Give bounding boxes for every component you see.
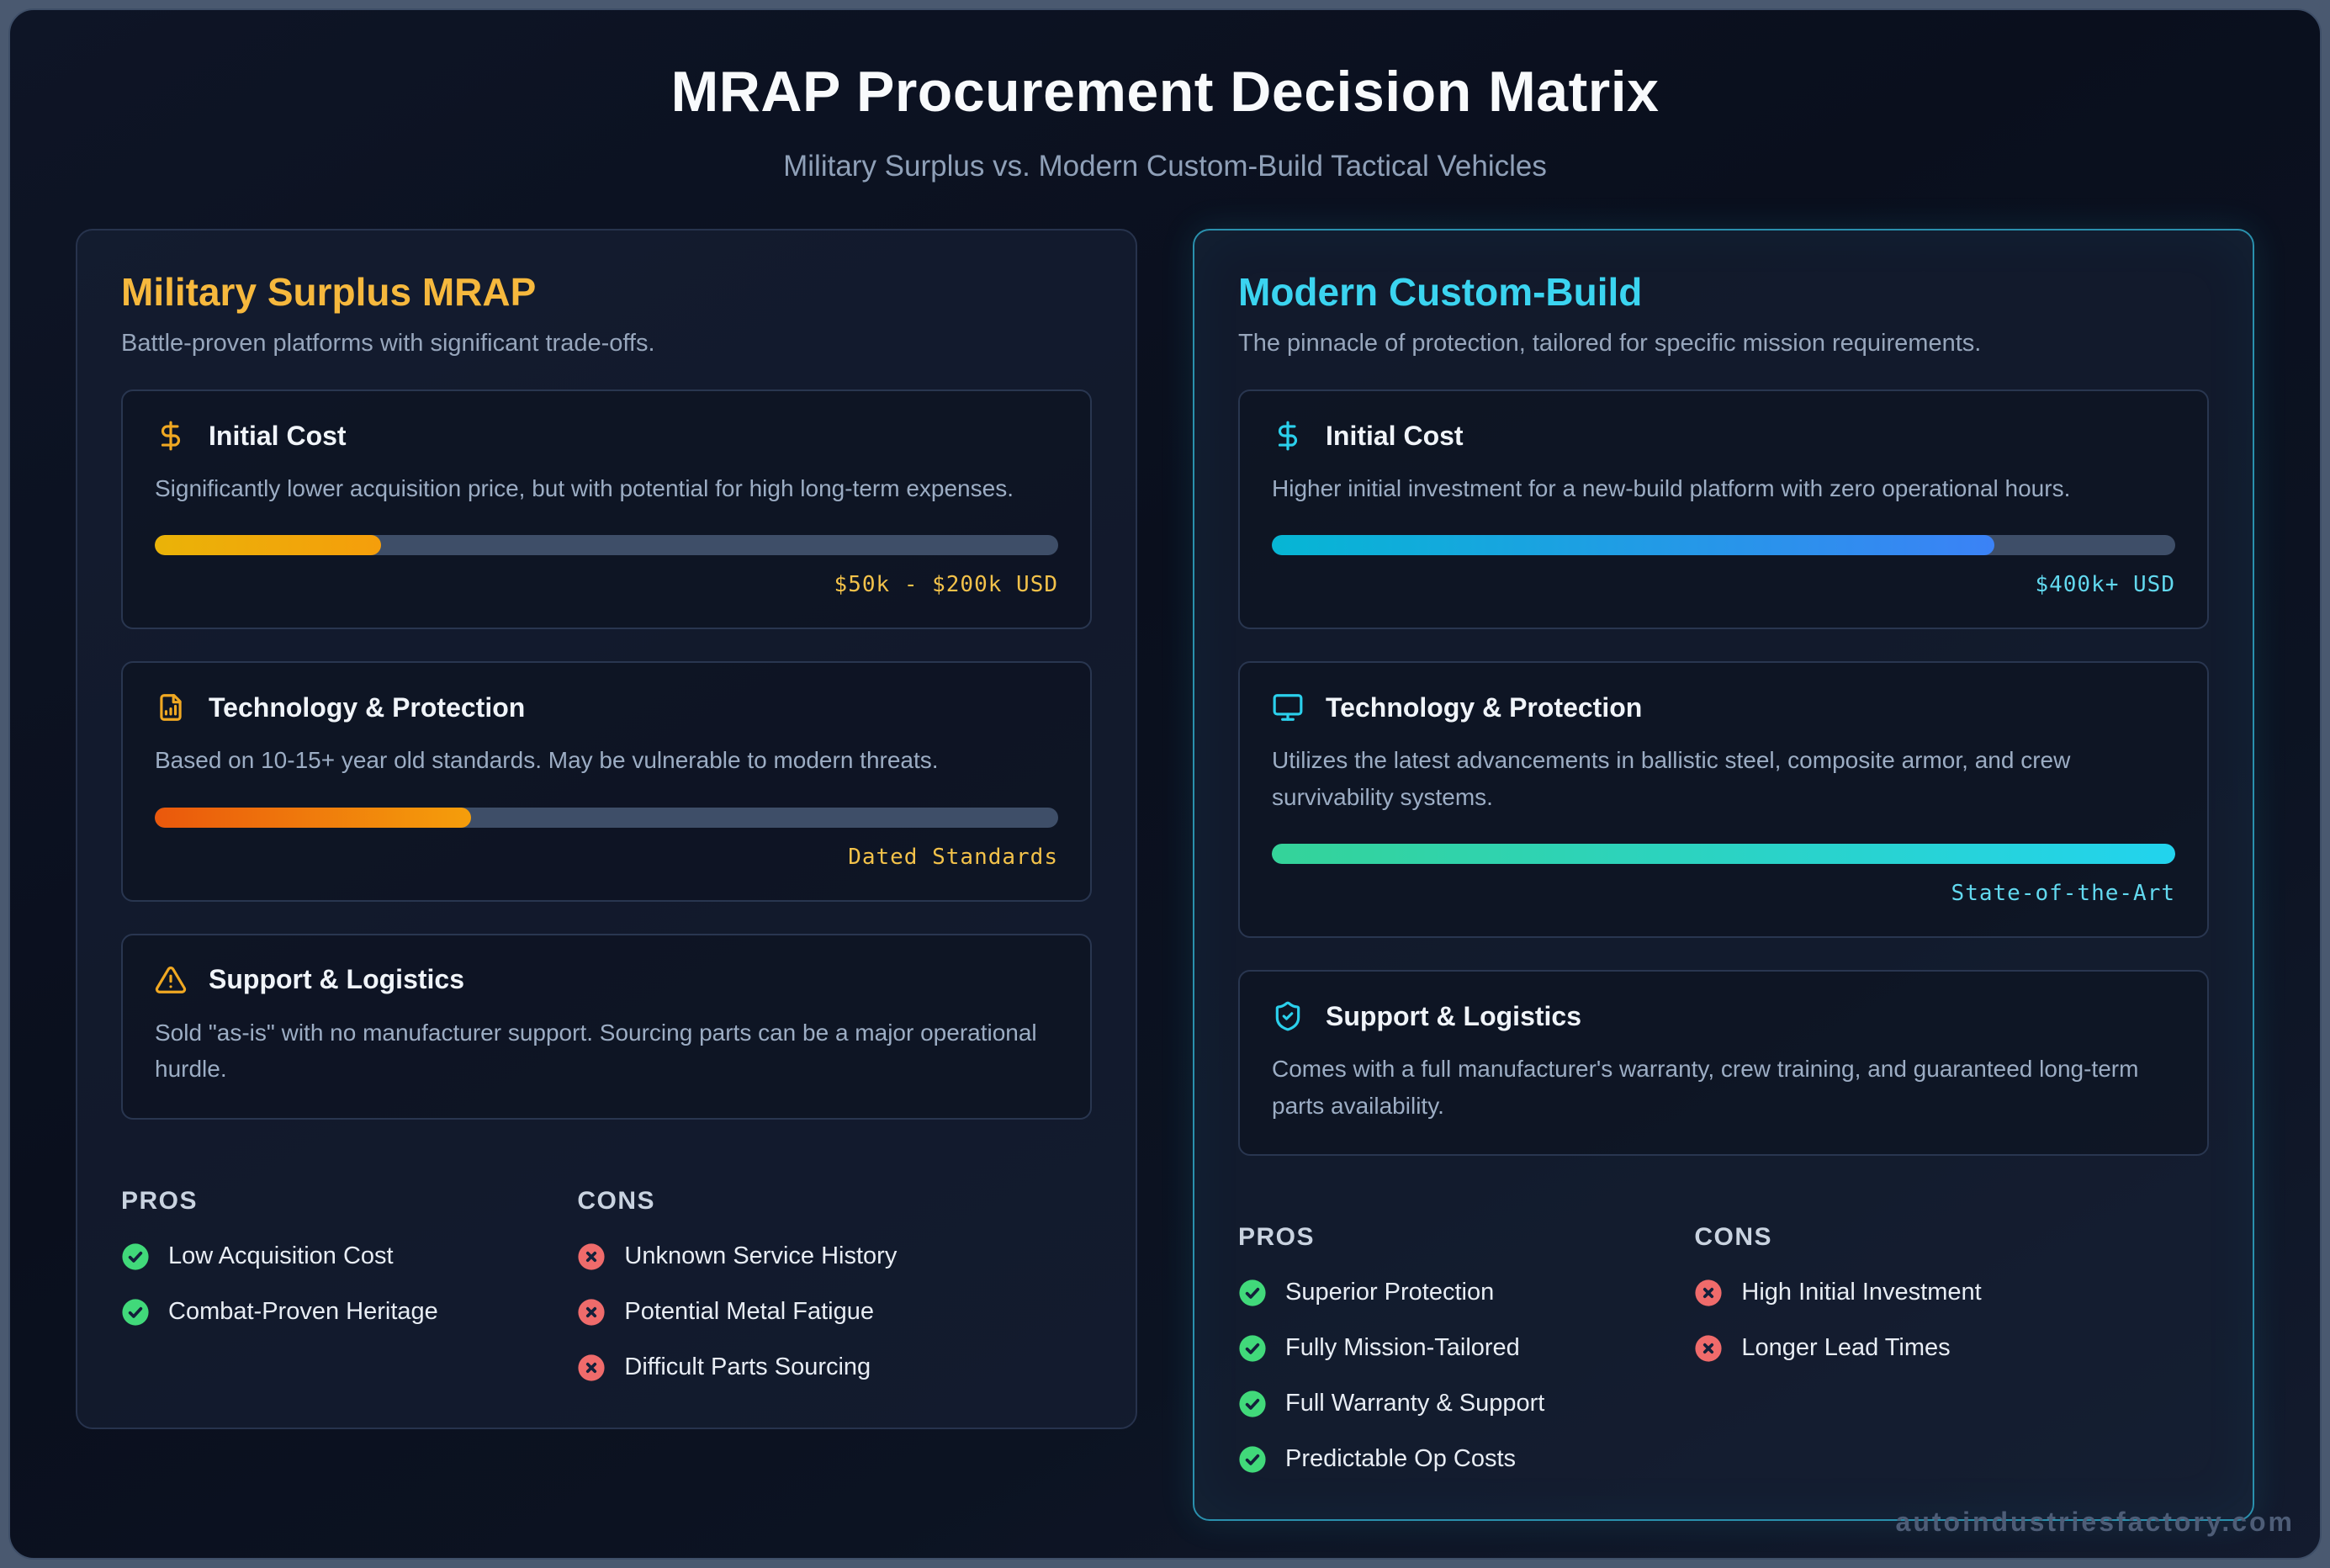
con-label: Potential Metal Fatigue [624, 1298, 874, 1326]
pro-label: Predictable Op Costs [1285, 1445, 1517, 1473]
metric-description: Higher initial investment for a new-buil… [1272, 475, 2071, 501]
metric-title: Initial Cost [209, 420, 347, 451]
metric-title: Support & Logistics [209, 964, 464, 995]
metric-technology-protection: Technology & Protection Utilizes the lat… [1238, 661, 2209, 939]
x-circle-icon [578, 1242, 605, 1270]
metric-header: Technology & Protection [155, 691, 1058, 723]
pro-item: Predictable Op Costs [1238, 1445, 1694, 1474]
card-tagline: Battle-proven platforms with significant… [121, 330, 655, 357]
con-item: High Initial Investment [1694, 1279, 2209, 1307]
con-label: Unknown Service History [624, 1242, 898, 1270]
con-item: Potential Metal Fatigue [577, 1298, 1092, 1327]
card-title: Modern Custom-Build [1238, 270, 1643, 314]
progress-fill [155, 535, 381, 556]
metric-value: State-of-the-Art [1951, 881, 2175, 907]
check-circle-icon [122, 1298, 149, 1326]
progress-track [155, 535, 1058, 556]
pro-label: Combat-Proven Heritage [168, 1298, 438, 1326]
cons-column: CONS High Initial Investment Longer Lead… [1694, 1223, 2209, 1474]
metric-description: Sold "as-is" with no manufacturer suppor… [155, 1019, 1037, 1083]
infographic-panel: MRAP Procurement Decision Matrix Militar… [8, 8, 2322, 1560]
check-circle-icon [122, 1242, 149, 1270]
pro-item: Fully Mission-Tailored [1238, 1334, 1694, 1363]
pros-header: PROS [121, 1186, 199, 1215]
metric-header: Initial Cost [1272, 420, 2175, 452]
metric-header: Initial Cost [155, 420, 1058, 452]
page-header: MRAP Procurement Decision Matrix Militar… [10, 10, 2320, 183]
pro-item: Low Acquisition Cost [121, 1242, 577, 1271]
progress-track [1272, 844, 2175, 865]
metric-value: $50k - $200k USD [834, 572, 1058, 598]
x-circle-icon [1695, 1335, 1722, 1362]
x-circle-icon [578, 1353, 605, 1381]
x-circle-icon [1695, 1279, 1722, 1306]
con-item: Longer Lead Times [1694, 1334, 2209, 1363]
progress-fill [1272, 844, 2175, 865]
pro-item: Superior Protection [1238, 1279, 1694, 1307]
metric-header: Technology & Protection [1272, 691, 2175, 723]
pro-label: Fully Mission-Tailored [1285, 1334, 1520, 1362]
metric-description: Significantly lower acquisition price, b… [155, 475, 1014, 501]
progress-fill [1272, 535, 1995, 556]
pro-label: Low Acquisition Cost [168, 1242, 394, 1270]
pro-label: Full Warranty & Support [1285, 1390, 1545, 1417]
x-circle-icon [578, 1298, 605, 1326]
con-label: Difficult Parts Sourcing [624, 1353, 871, 1381]
card-modern-custom-build: Modern Custom-Build The pinnacle of prot… [1193, 229, 2254, 1521]
page-subtitle: Military Surplus vs. Modern Custom-Build… [783, 150, 1547, 183]
metric-description: Utilizes the latest advancements in ball… [1272, 747, 2071, 810]
con-item: Unknown Service History [577, 1242, 1092, 1271]
file-bar-chart-icon [160, 694, 182, 722]
metric-description: Based on 10-15+ year old standards. May … [155, 747, 939, 774]
pros-column: PROS Low Acquisition Cost Combat-Proven … [121, 1187, 577, 1382]
page-title: MRAP Procurement Decision Matrix [670, 60, 1660, 124]
card-military-surplus: Military Surplus MRAP Battle-proven plat… [76, 229, 1137, 1429]
check-circle-icon [1239, 1391, 1266, 1417]
metric-header: Support & Logistics [155, 964, 1058, 996]
metric-technology-protection: Technology & Protection Based on 10-15+ … [121, 661, 1092, 902]
pro-item: Combat-Proven Heritage [121, 1298, 577, 1327]
pro-label: Superior Protection [1285, 1279, 1495, 1306]
metric-initial-cost: Initial Cost Significantly lower acquisi… [121, 389, 1092, 630]
con-item: Difficult Parts Sourcing [577, 1353, 1092, 1382]
con-label: High Initial Investment [1741, 1279, 1982, 1306]
card-tagline: The pinnacle of protection, tailored for… [1238, 330, 1982, 357]
metric-description: Comes with a full manufacturer's warrant… [1272, 1056, 2139, 1119]
pros-column: PROS Superior Protection Fully Mission-T… [1238, 1223, 1694, 1474]
cons-header: CONS [577, 1186, 656, 1215]
progress-track [1272, 535, 2175, 556]
metric-value: $400k+ USD [2035, 572, 2175, 598]
metric-support-logistics: Support & Logistics Sold "as-is" with no… [121, 933, 1092, 1120]
cons-column: CONS Unknown Service History Potential M… [577, 1187, 1092, 1382]
pros-header: PROS [1238, 1222, 1316, 1251]
check-circle-icon [1239, 1446, 1266, 1473]
monitor-icon [1273, 694, 1303, 722]
metric-initial-cost: Initial Cost Higher initial investment f… [1238, 389, 2209, 630]
shield-check-icon [1275, 1001, 1300, 1031]
metric-title: Technology & Protection [1326, 691, 1643, 723]
alert-triangle-icon [155, 966, 187, 993]
check-circle-icon [1239, 1279, 1266, 1306]
pros-cons-section: PROS Superior Protection Fully Mission-T… [1238, 1223, 2209, 1474]
pros-cons-section: PROS Low Acquisition Cost Combat-Proven … [121, 1187, 1092, 1382]
progress-track [155, 807, 1058, 828]
progress-fill [155, 807, 471, 828]
metric-support-logistics: Support & Logistics Comes with a full ma… [1238, 970, 2209, 1156]
cons-header: CONS [1694, 1222, 1773, 1251]
dollar-sign-icon [1278, 421, 1297, 451]
metric-title: Initial Cost [1326, 420, 1464, 451]
metric-title: Technology & Protection [209, 691, 526, 723]
check-circle-icon [1239, 1335, 1266, 1362]
con-label: Longer Lead Times [1741, 1334, 1951, 1362]
watermark: autoindustriesfactory.com [1895, 1507, 2295, 1537]
comparison-cards: Military Surplus MRAP Battle-proven plat… [10, 229, 2320, 1521]
dollar-sign-icon [161, 421, 180, 451]
metric-header: Support & Logistics [1272, 1000, 2175, 1032]
pro-item: Full Warranty & Support [1238, 1390, 1694, 1418]
metric-title: Support & Logistics [1326, 1000, 1581, 1031]
metric-value: Dated Standards [848, 844, 1058, 870]
card-title: Military Surplus MRAP [121, 270, 537, 314]
